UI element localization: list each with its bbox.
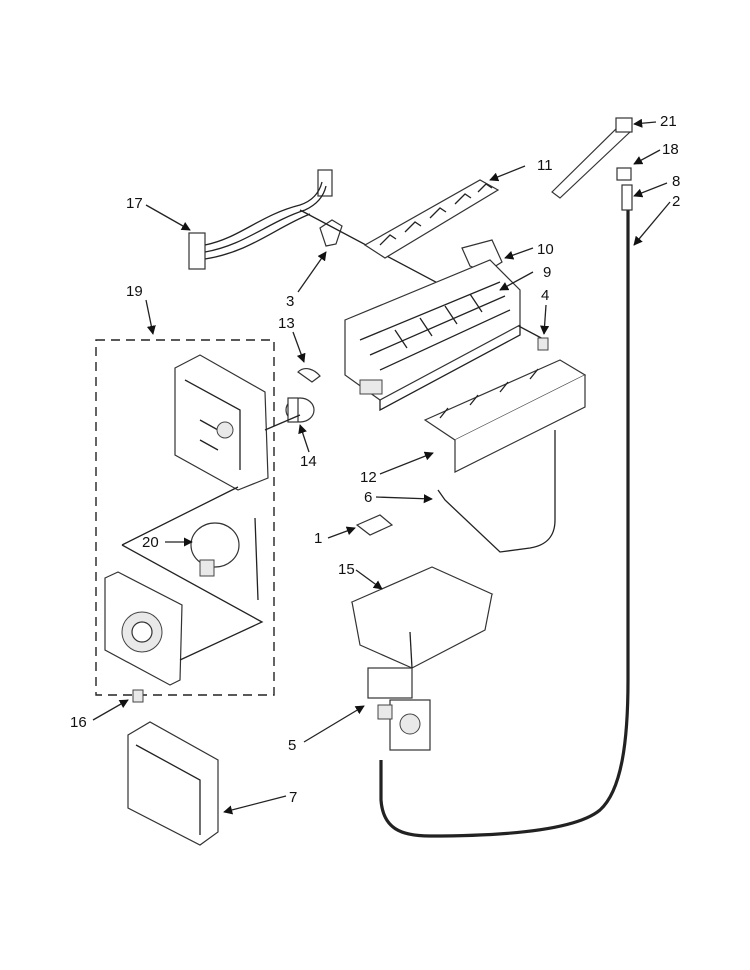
leader-lines (92, 118, 671, 815)
water-tube-part (379, 210, 630, 838)
kit-outline-dashed (95, 339, 275, 696)
callout-15: 15 (338, 561, 355, 578)
ice-maker-part (344, 259, 521, 412)
callout-labels: 17 3 11 10 9 4 21 18 8 2 13 14 19 12 6 1… (70, 113, 680, 806)
callout-8: 8 (672, 173, 680, 190)
callout-3: 3 (286, 293, 294, 310)
cover-box-part (127, 721, 219, 846)
thermostat-part (285, 397, 315, 423)
callout-14: 14 (300, 453, 317, 470)
callout-7: 7 (289, 789, 297, 806)
motor-part (190, 517, 259, 601)
spring-clip-part (297, 368, 321, 383)
callout-6: 6 (364, 489, 372, 506)
callout-9: 9 (543, 264, 551, 281)
motor-housing-part (174, 354, 301, 491)
callout-18: 18 (662, 141, 679, 158)
wire-harness-part (188, 169, 333, 270)
cover-plate-part (104, 571, 183, 686)
ice-bin-part (350, 566, 494, 669)
tube-connector-part (621, 184, 633, 211)
screw-part-16 (132, 689, 144, 703)
callout-1: 1 (314, 530, 322, 547)
shelf-part (423, 359, 587, 473)
screw-part-4 (537, 337, 549, 351)
callout-21: 21 (660, 113, 677, 130)
bracket-part-1 (355, 514, 394, 536)
callout-4: 4 (541, 287, 549, 304)
kit-wiring-lines (121, 486, 264, 661)
water-valve-part (367, 667, 431, 751)
callout-11: 11 (537, 157, 553, 174)
callout-10: 10 (537, 241, 554, 258)
bail-arm-part (437, 430, 556, 553)
callout-17: 17 (126, 195, 143, 212)
callout-20: 20 (142, 534, 159, 551)
callout-2: 2 (672, 193, 680, 210)
callout-5: 5 (288, 737, 296, 754)
ice-stripper-part (363, 179, 500, 259)
nut-part (616, 167, 632, 181)
fill-tube-part (551, 117, 633, 199)
callout-13: 13 (278, 315, 295, 332)
callout-12: 12 (360, 469, 377, 486)
callout-16: 16 (70, 714, 87, 731)
callout-19: 19 (126, 283, 143, 300)
clip-part (319, 219, 343, 247)
